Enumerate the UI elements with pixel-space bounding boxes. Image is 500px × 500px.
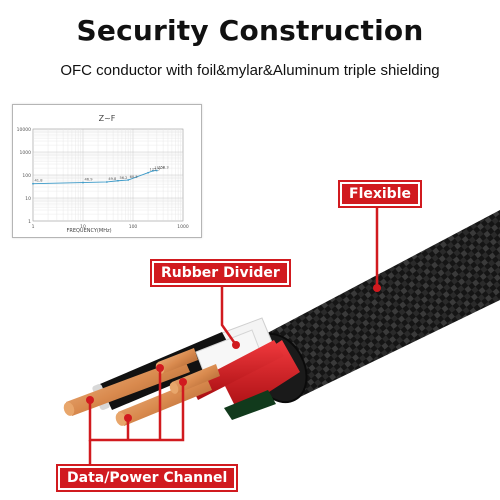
chart-data-label: 41.8 — [35, 179, 44, 183]
chart-data-point — [82, 181, 84, 184]
rubber-divider-label: Rubber Divider — [152, 261, 289, 285]
chart-data-point — [147, 171, 149, 174]
chart-data-point — [117, 179, 119, 182]
page-title: Security Construction — [76, 14, 424, 47]
chart-title: Z~F — [99, 114, 116, 123]
chart-y-tick-label: 1 — [28, 219, 31, 225]
callout-lines — [88, 206, 379, 466]
chart-x-tick-label: 1 — [32, 224, 35, 230]
chart-data-label: 46.9 — [85, 178, 94, 182]
copper-conductors — [63, 348, 220, 426]
red-wire — [190, 340, 300, 412]
chart-data-label: 151.4 — [154, 166, 165, 170]
chart-grid — [32, 128, 184, 222]
chart-data-point — [151, 169, 154, 172]
chart-x-tick-label: 100 — [129, 224, 138, 230]
rubber-callout-line — [220, 282, 238, 346]
chart-data-label: 49.8 — [108, 177, 117, 181]
chart-data-label: 156.3 — [158, 166, 168, 170]
chart-data-point — [105, 181, 108, 183]
chart-y-tick-label: 100 — [22, 173, 31, 179]
chart-x-tick-label: 1000 — [177, 224, 189, 230]
chart-data-point — [32, 182, 34, 185]
rubber-callout-dot — [232, 341, 240, 349]
callout-dots — [86, 284, 381, 422]
chart-x-tick-label: 10 — [80, 224, 86, 230]
page-subtitle: OFC conductor with foil&mylar&Aluminum t… — [60, 62, 440, 79]
flexible-label: Flexible — [340, 182, 421, 206]
chart-data-point — [127, 179, 130, 181]
green-wire — [224, 390, 276, 420]
chart-y-tick-label: 10000 — [17, 127, 31, 133]
conductor-dot-3 — [156, 364, 164, 372]
chart-x-axis-label: FREQUENCY(MHz) — [66, 228, 111, 234]
chart-data-label: 125.5 — [150, 168, 160, 172]
conductor-dot-1 — [86, 396, 94, 404]
chart-data-label: 56.2 — [119, 176, 127, 180]
chart-y-tick-label: 1000 — [20, 150, 32, 156]
chart-data-label: 60.5 — [130, 175, 138, 179]
data-power-channel-label: Data/Power Channel — [58, 466, 237, 490]
flexible-callout-dot — [373, 284, 381, 292]
chart-y-tick-label: 10 — [25, 196, 31, 202]
chart-ticks: 10000 1000 100 10 11 10 100 1000 — [17, 127, 189, 230]
data-callout-line-1 — [88, 382, 185, 442]
conductor-dot-4 — [179, 378, 187, 386]
conductor-dot-2 — [124, 414, 132, 422]
chart-data-point — [155, 169, 158, 172]
